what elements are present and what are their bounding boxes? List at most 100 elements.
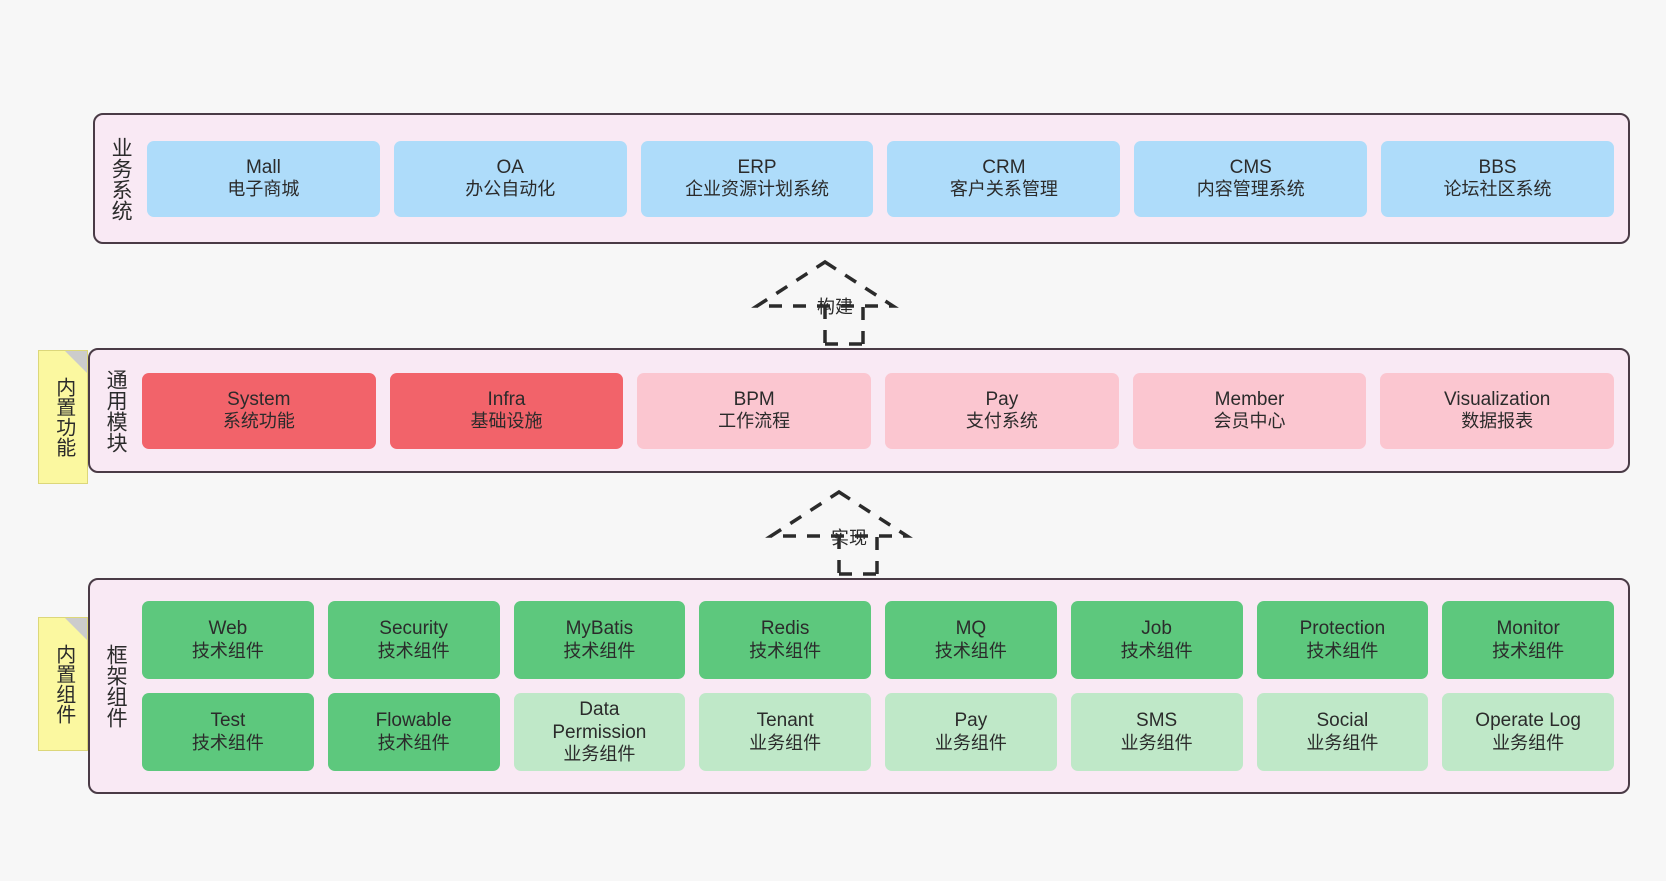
card-sms-name: SMS [1136,710,1178,732]
card-bbs-desc: 论坛社区系统 [1443,179,1552,200]
card-test-desc: 技术组件 [191,732,264,753]
card-infra-name: Infra [487,388,526,410]
card-protection[interactable]: Protection 技术组件 [1256,601,1429,679]
layer-framework-component-grid: Web 技术组件 Security 技术组件 MyBatis 技术组件 Redi… [132,580,1628,792]
card-job-desc: 技术组件 [1120,640,1193,661]
card-infra-desc: 基础设施 [470,411,543,432]
connector-implement-label: 实现 [831,528,867,548]
card-member-desc: 会员中心 [1213,411,1286,432]
card-bpm-name: BPM [733,388,775,410]
layer-common-module-cards: System 系统功能 Infra 基础设施 BPM 工作流程 Pay 支付系统… [132,350,1628,471]
card-web-name: Web [208,618,248,640]
card-mall[interactable]: Mall 电子商城 [147,140,380,217]
card-flowable-desc: 技术组件 [377,732,450,753]
note-builtin-features: 内置功能 [38,350,88,484]
card-mybatis-desc: 技术组件 [563,640,636,661]
card-social-name: Social [1316,710,1369,732]
card-mq[interactable]: MQ 技术组件 [885,601,1057,679]
card-cms-desc: 内容管理系统 [1196,179,1305,200]
card-mybatis-name: MyBatis [565,618,634,640]
connector-build-label: 构建 [817,297,853,317]
card-cms[interactable]: CMS 内容管理系统 [1134,140,1368,217]
connector-implement [765,489,921,576]
card-data-permission-name: Data Permission [552,698,647,744]
card-bbs[interactable]: BBS 论坛社区系统 [1381,140,1614,217]
card-monitor-desc: 技术组件 [1492,640,1565,661]
card-monitor-name: Monitor [1496,618,1560,640]
card-cms-name: CMS [1229,156,1272,178]
card-mall-desc: 电子商城 [227,179,300,200]
card-redis[interactable]: Redis 技术组件 [699,601,871,679]
card-monitor[interactable]: Monitor 技术组件 [1442,601,1614,679]
card-oa-name: OA [496,156,524,178]
card-sms-desc: 业务组件 [1120,732,1193,753]
card-mq-name: MQ [955,618,987,640]
card-mq-desc: 技术组件 [934,640,1007,661]
card-flowable-name: Flowable [375,710,452,732]
card-member[interactable]: Member 会员中心 [1132,372,1367,449]
layer-framework-component: 框架组件 Web 技术组件 Security 技术组件 MyBatis 技术组件… [88,578,1630,794]
card-bbs-name: BBS [1478,156,1517,178]
note-builtin-components-text: 内置组件 [52,644,75,724]
card-erp-name: ERP [737,156,777,178]
card-flowable[interactable]: Flowable 技术组件 [327,693,500,771]
card-pay[interactable]: Pay 支付系统 [885,372,1119,449]
card-mybatis[interactable]: MyBatis 技术组件 [513,601,686,679]
layer-business-system-title: 业务系统 [109,136,133,221]
card-erp-desc: 企业资源计划系统 [685,179,830,200]
card-crm-name: CRM [982,156,1026,178]
card-visualization-desc: 数据报表 [1461,411,1534,432]
card-operate-log-name: Operate Log [1475,710,1581,732]
card-oa-desc: 办公自动化 [465,179,556,200]
note-fold-corner-icon [65,618,87,640]
card-tenant-name: Tenant [756,710,814,732]
card-job[interactable]: Job 技术组件 [1070,601,1243,679]
card-bpm-desc: 工作流程 [718,411,791,432]
layer-business-system: 业务系统 Mall 电子商城 OA 办公自动化 ERP 企业资源计划系统 CRM… [93,113,1630,244]
card-redis-name: Redis [760,618,810,640]
card-redis-desc: 技术组件 [749,640,822,661]
card-operate-log[interactable]: Operate Log 业务组件 [1442,693,1614,771]
card-erp[interactable]: ERP 企业资源计划系统 [640,140,874,217]
framework-row-business: Test 技术组件 Flowable 技术组件 Data Permission … [142,693,1614,771]
card-system-desc: 系统功能 [222,411,295,432]
card-test[interactable]: Test 技术组件 [142,693,314,771]
card-crm[interactable]: CRM 客户关系管理 [887,140,1121,217]
framework-row-tech: Web 技术组件 Security 技术组件 MyBatis 技术组件 Redi… [142,601,1614,679]
card-social[interactable]: Social 业务组件 [1256,693,1429,771]
layer-common-module-title: 通用模块 [104,368,128,453]
card-protection-name: Protection [1299,618,1386,640]
card-visualization[interactable]: Visualization 数据报表 [1380,372,1615,449]
card-member-name: Member [1214,388,1285,410]
card-mall-name: Mall [245,156,281,178]
layer-common-module: 通用模块 System 系统功能 Infra 基础设施 BPM 工作流程 Pay… [88,348,1630,473]
card-tenant[interactable]: Tenant 业务组件 [699,693,871,771]
card-pay-business[interactable]: Pay 业务组件 [885,693,1057,771]
note-fold-corner-icon [65,351,87,373]
card-test-name: Test [210,710,246,732]
card-data-permission[interactable]: Data Permission 业务组件 [513,693,686,771]
note-builtin-components: 内置组件 [38,617,88,751]
card-protection-desc: 技术组件 [1306,640,1379,661]
note-builtin-features-text: 内置功能 [52,377,75,457]
card-pay-business-name: Pay [954,710,988,732]
card-web[interactable]: Web 技术组件 [142,601,314,679]
card-security-desc: 技术组件 [377,640,450,661]
card-bpm[interactable]: BPM 工作流程 [637,372,872,449]
card-social-desc: 业务组件 [1306,732,1379,753]
card-operate-log-desc: 业务组件 [1492,732,1565,753]
card-system[interactable]: System 系统功能 [142,372,376,449]
card-visualization-name: Visualization [1444,388,1551,410]
card-data-permission-desc: 业务组件 [563,744,636,765]
card-pay-business-desc: 业务组件 [934,732,1007,753]
card-crm-desc: 客户关系管理 [949,179,1058,200]
card-oa[interactable]: OA 办公自动化 [393,140,627,217]
card-infra[interactable]: Infra 基础设施 [389,372,624,449]
card-sms[interactable]: SMS 业务组件 [1070,693,1243,771]
layer-business-system-cards: Mall 电子商城 OA 办公自动化 ERP 企业资源计划系统 CRM 客户关系… [137,115,1628,242]
card-security[interactable]: Security 技术组件 [327,601,500,679]
card-job-name: Job [1141,618,1172,640]
card-system-name: System [227,388,291,410]
card-tenant-desc: 业务组件 [749,732,822,753]
